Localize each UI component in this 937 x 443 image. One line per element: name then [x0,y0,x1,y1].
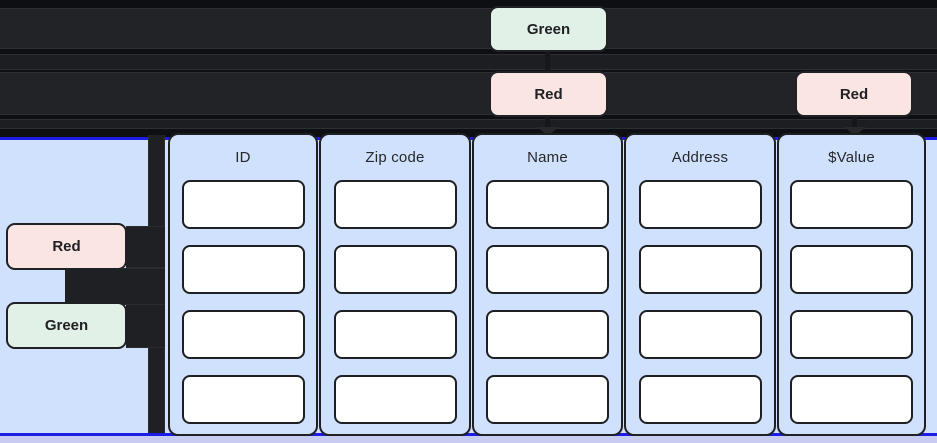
cell-slot[interactable] [333,180,457,229]
column-id[interactable]: ID [168,133,318,436]
cell-slot[interactable] [486,375,609,424]
column-value-header: $Value [828,149,875,166]
cell-slot[interactable] [333,375,457,424]
lane-bar-2 [0,54,937,70]
red-tag-node-top-1[interactable]: Red [489,71,608,117]
dark-block-right-of-red [126,226,165,268]
cell-slot[interactable] [790,310,913,359]
cell-slot[interactable] [790,375,913,424]
cell-slot[interactable] [333,245,457,294]
red-tag-node-top-2[interactable]: Red [795,71,913,117]
connector-red-to-name-column [545,116,550,128]
column-address[interactable]: Address [624,133,776,436]
lane-bar-4 [0,119,937,129]
column-id-header: ID [235,149,251,166]
cell-slot[interactable] [486,310,609,359]
column-value[interactable]: $Value [777,133,926,436]
column-name[interactable]: Name [472,133,623,436]
red-tag-node-left[interactable]: Red [6,223,127,270]
selection-underlay [0,436,937,443]
lane-bar-3 [0,72,937,115]
column-zip-code-header: Zip code [365,149,425,166]
dark-block-between-badges [65,268,165,305]
lane-bar-1 [0,8,937,49]
cell-slot[interactable] [486,245,609,294]
cell-slot[interactable] [638,180,762,229]
green-tag-top-label: Green [526,20,571,38]
cell-slot[interactable] [790,180,913,229]
column-name-header: Name [527,149,568,166]
connector-green-to-red [545,51,550,72]
green-tag-left-label: Green [44,317,89,334]
green-tag-node-left[interactable]: Green [6,302,127,349]
dark-block-right-of-green [126,304,165,348]
red-tag-left-label: Red [52,238,81,255]
cell-slot[interactable] [790,245,913,294]
red-tag-top-1-label: Red [534,85,563,103]
red-tag-top-2-label: Red [839,85,869,103]
arrowhead-name-column [537,127,559,136]
cell-slot[interactable] [181,375,305,424]
cell-slot[interactable] [181,245,305,294]
cell-slot[interactable] [638,375,762,424]
arrowhead-value-column [844,127,866,136]
column-zip-code[interactable]: Zip code [319,133,471,436]
cell-slot[interactable] [638,245,762,294]
column-address-header: Address [671,149,729,166]
cell-slot[interactable] [181,310,305,359]
cell-slot[interactable] [333,310,457,359]
cell-slot[interactable] [638,310,762,359]
green-tag-node-top[interactable]: Green [489,6,608,52]
cell-slot[interactable] [181,180,305,229]
connector-red-to-value-column [852,116,857,128]
cell-slot[interactable] [486,180,609,229]
